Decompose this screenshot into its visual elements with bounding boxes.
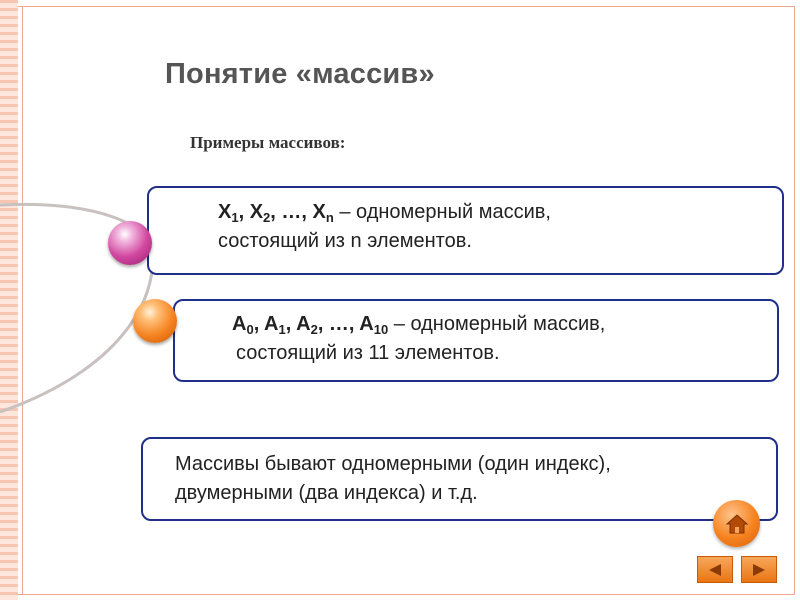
home-icon — [725, 513, 748, 533]
home-button[interactable] — [713, 500, 760, 547]
example-a-line2: состоящий из 11 элементов. — [236, 342, 500, 364]
left-triangle-icon — [709, 563, 721, 576]
example-box-x — [147, 186, 784, 275]
frame-line-bottom — [18, 594, 794, 595]
example-x-line2: состоящий из n элементов. — [218, 230, 472, 252]
orange-bullet-icon — [133, 299, 177, 343]
pink-bullet-icon — [108, 221, 152, 265]
frame-stripe-band — [0, 0, 18, 600]
next-slide-button[interactable] — [741, 556, 777, 583]
frame-line-inner-left — [22, 6, 23, 595]
right-triangle-icon — [753, 563, 765, 576]
previous-slide-button[interactable] — [697, 556, 733, 583]
frame-line-right — [794, 6, 795, 595]
summary-line1: Массивы бывают одномерными (один индекс)… — [175, 453, 611, 475]
page-title: Понятие «массив» — [165, 58, 435, 90]
summary-text: Массивы бывают одномерными (один индекс)… — [175, 450, 611, 508]
frame-line-top — [18, 6, 794, 7]
example-a-text: A0, A1, A2, …, A10 – одномерный массив, … — [232, 310, 605, 368]
example-box-a — [173, 299, 779, 382]
example-x-text: X1, X2, …, Xn – одномерный массив, состо… — [218, 198, 551, 256]
example-a-line1: A0, A1, A2, …, A10 – одномерный массив, — [232, 313, 606, 337]
summary-line2: двумерными (два индекса) и т.д. — [175, 482, 478, 504]
example-x-line1: X1, X2, …, Xn – одномерный массив, — [218, 201, 551, 225]
summary-box — [141, 437, 778, 521]
section-subtitle: Примеры массивов: — [190, 133, 346, 152]
